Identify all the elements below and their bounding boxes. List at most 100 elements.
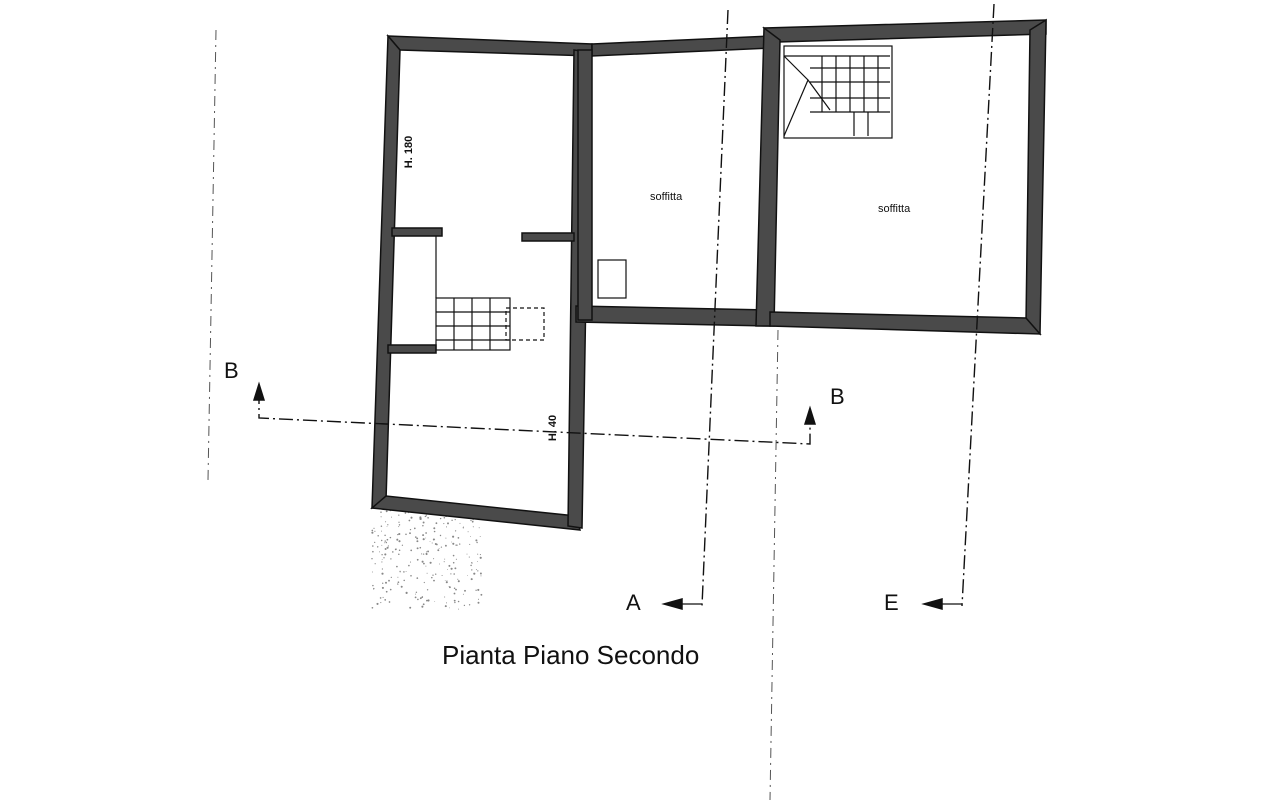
noise-speck — [404, 512, 407, 514]
noise-speck — [446, 580, 448, 582]
noise-speck — [463, 604, 466, 607]
noise-speck — [386, 538, 389, 541]
noise-speck — [385, 521, 387, 523]
noise-speck — [381, 559, 383, 560]
noise-speck — [444, 596, 446, 598]
noise-speck — [381, 539, 383, 542]
noise-speck — [398, 524, 401, 526]
noise-speck — [384, 553, 387, 556]
noise-speck — [444, 605, 447, 608]
noise-speck — [398, 549, 401, 551]
noise-speck — [390, 516, 393, 518]
noise-speck — [415, 593, 417, 595]
noise-speck — [422, 521, 425, 524]
noise-speck — [384, 599, 387, 601]
noise-speck — [426, 551, 428, 553]
noise-speck — [415, 591, 418, 593]
noise-speck — [425, 532, 427, 534]
noise-speck — [424, 516, 426, 518]
noise-speck — [427, 599, 430, 602]
noise-speck — [434, 538, 436, 540]
noise-speck — [373, 588, 375, 590]
noise-speck — [477, 560, 478, 562]
room-label-soffitta-2: soffitta — [878, 203, 911, 215]
noise-speck — [475, 589, 477, 591]
noise-speck — [435, 522, 438, 525]
noise-speck — [408, 519, 411, 522]
noise-speck — [421, 553, 423, 555]
noise-speck — [454, 518, 456, 521]
noise-speck — [455, 558, 457, 560]
noise-speck — [467, 531, 469, 533]
noise-speck — [423, 581, 425, 584]
noise-speck — [416, 540, 419, 543]
noise-speck — [380, 602, 382, 604]
noise-speck — [397, 581, 400, 584]
noise-speck — [479, 554, 481, 556]
noise-speck — [386, 526, 388, 527]
noise-speck — [381, 554, 383, 556]
noise-speck — [452, 535, 455, 538]
noise-speck — [469, 543, 471, 545]
noise-speck — [448, 586, 451, 589]
noise-speck — [470, 564, 472, 567]
noise-speck — [478, 527, 480, 529]
noise-speck — [480, 575, 482, 577]
noise-speck — [468, 556, 470, 558]
section-label-b-right: B — [830, 384, 845, 409]
noise-speck — [422, 596, 424, 598]
noise-speck — [422, 538, 425, 541]
noise-speck — [459, 543, 461, 545]
noise-speck — [374, 530, 376, 532]
noise-speck — [398, 553, 400, 556]
noise-speck — [409, 561, 412, 563]
noise-speck — [477, 588, 480, 591]
noise-speck — [467, 574, 469, 576]
noise-speck — [444, 558, 446, 560]
section-arrows — [252, 381, 962, 610]
noise-speck — [434, 600, 436, 602]
noise-speck — [374, 541, 376, 544]
noise-speck — [454, 567, 457, 570]
noise-speck — [385, 541, 388, 544]
noise-speck — [371, 531, 374, 534]
noise-speck — [433, 579, 435, 582]
noise-speck — [416, 577, 419, 579]
noise-speck — [389, 536, 392, 539]
noise-speck — [441, 574, 443, 577]
noise-speck — [447, 522, 449, 525]
noise-speck — [419, 516, 422, 519]
noise-speck — [439, 563, 441, 565]
noise-speck — [433, 530, 436, 533]
noise-speck — [400, 585, 403, 588]
noise-speck — [377, 534, 379, 537]
noise-speck — [472, 526, 474, 528]
noise-speck — [372, 550, 374, 553]
noise-speck — [422, 553, 425, 555]
noise-speck — [387, 524, 389, 526]
noise-speck — [421, 605, 424, 608]
left-block-walls — [370, 34, 593, 531]
noise-speck — [471, 569, 473, 571]
noise-speck — [376, 602, 379, 605]
noise-speck — [457, 578, 459, 580]
section-label-b-left: B — [224, 358, 239, 383]
noise-speck — [433, 558, 435, 560]
noise-speck — [453, 599, 456, 602]
noise-speck — [398, 526, 400, 528]
noise-speck — [462, 527, 464, 529]
noise-speck — [422, 524, 424, 527]
noise-speck — [409, 532, 411, 535]
noise-speck — [452, 561, 455, 564]
noise-speck — [388, 579, 390, 582]
noise-speck — [470, 578, 473, 581]
noise-speck — [414, 536, 417, 538]
scan-noise — [371, 509, 483, 610]
noise-speck — [458, 608, 460, 610]
noise-speck — [462, 526, 464, 528]
noise-speck — [445, 581, 448, 584]
noise-speck — [409, 528, 412, 531]
noise-speck — [381, 530, 382, 532]
noise-speck — [434, 543, 437, 545]
noise-speck — [379, 597, 382, 599]
